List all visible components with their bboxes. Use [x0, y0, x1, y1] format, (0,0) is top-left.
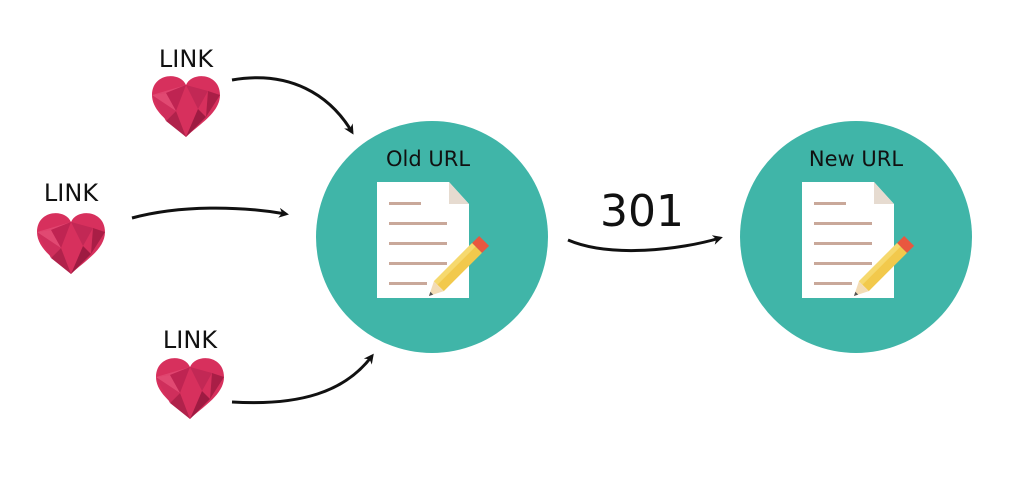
new-url-node: New URL	[740, 121, 972, 353]
heart-icon	[156, 358, 224, 419]
redirect-arrow	[567, 235, 723, 252]
link-label: LINK	[44, 179, 99, 207]
link-bottom: LINK	[156, 326, 224, 419]
new-url-label: New URL	[809, 147, 903, 171]
arrow-link-top	[231, 76, 354, 135]
old-url-label: Old URL	[386, 147, 470, 171]
link-top: LINK	[152, 45, 220, 137]
arrow-link-bottom	[231, 353, 374, 405]
redirect-code: 301	[600, 186, 684, 237]
arrow-link-middle	[131, 206, 289, 220]
heart-icon	[37, 213, 105, 274]
link-label: LINK	[159, 45, 214, 73]
link-middle: LINK	[37, 179, 105, 274]
old-url-node: Old URL	[316, 121, 548, 353]
link-label: LINK	[163, 326, 218, 354]
heart-icon	[152, 76, 220, 137]
